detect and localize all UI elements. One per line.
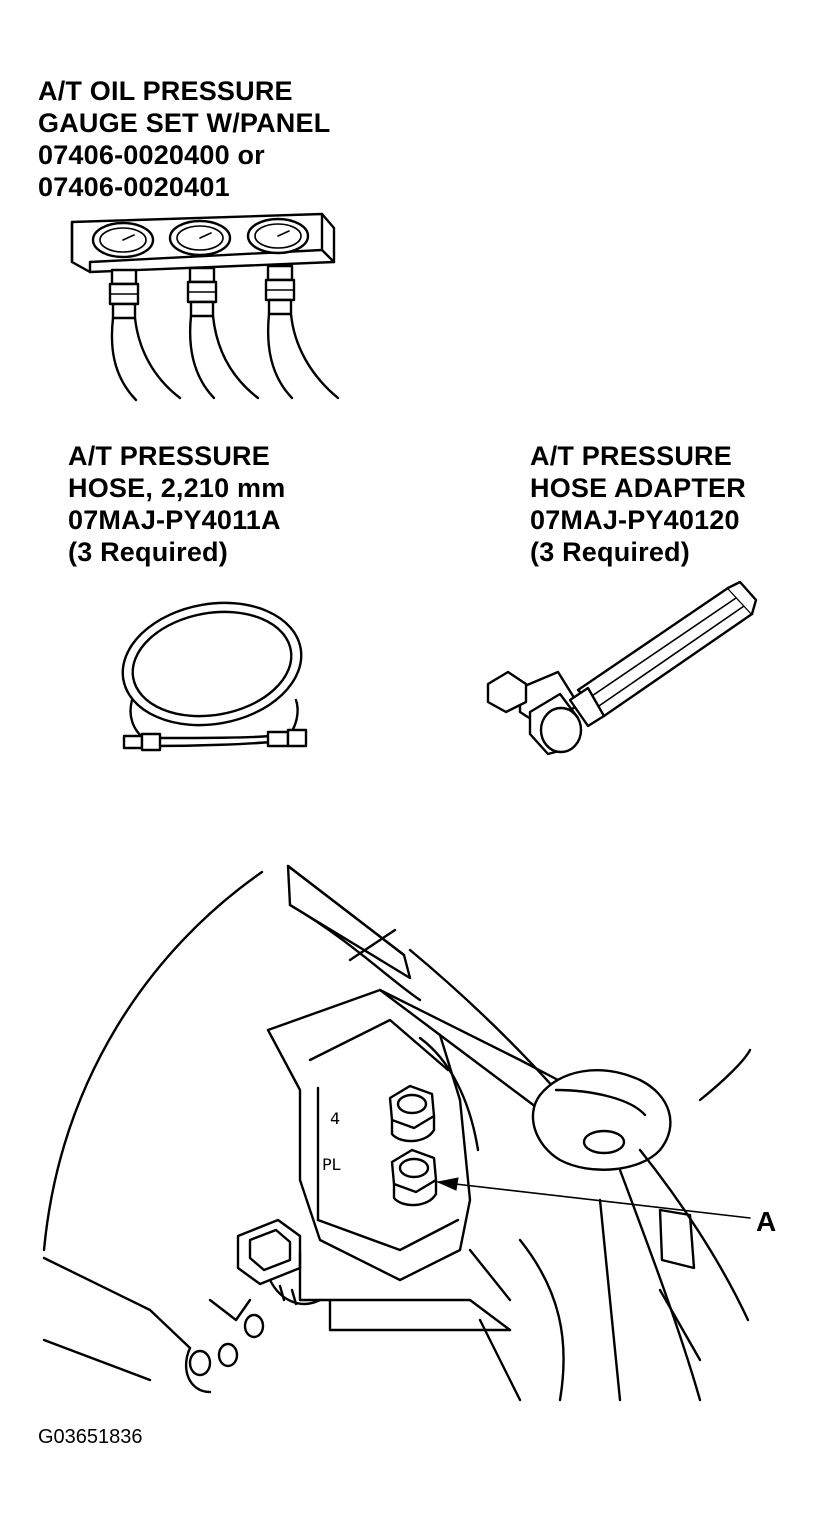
port-pl-mark: PL [322, 1155, 341, 1174]
gauge-set-label-line: 07406-0020400 or [38, 140, 265, 170]
hose-adapter-illustration [486, 580, 758, 756]
gauge-set-label-line: 07406-0020401 [38, 172, 230, 202]
pressure-hose-label-line: HOSE, 2,210 mm [68, 473, 286, 503]
hose-end-fitting-icon [122, 732, 162, 752]
pressure-gauge-icon [168, 219, 232, 257]
gauge-set-label-line: A/T OIL PRESSURE [38, 76, 293, 106]
pressure-hose-label-line: 07MAJ-PY4011A [68, 505, 281, 535]
callout-leader-line [437, 1181, 751, 1219]
pressure-hose-illustration [121, 601, 308, 752]
hose-adapter-label-line: HOSE ADAPTER [530, 473, 746, 503]
transmission-case-illustration: 4 PL [42, 864, 752, 1402]
pressure-hose-label-line: A/T PRESSURE [68, 441, 270, 471]
gauge-set-label-line: GAUGE SET W/PANEL [38, 108, 331, 138]
hose-fitting-icon [264, 264, 296, 316]
drain-plug-icon [236, 1218, 322, 1306]
port-4-mark: 4 [330, 1109, 340, 1128]
pressure-port-pl-bolt-icon [390, 1148, 438, 1207]
pressure-hose-label: A/T PRESSURE HOSE, 2,210 mm 07MAJ-PY4011… [68, 440, 285, 568]
mounting-hole-icon [582, 1129, 626, 1155]
hose-adapter-label-line: A/T PRESSURE [530, 441, 732, 471]
hose-adapter-label: A/T PRESSURE HOSE ADAPTER 07MAJ-PY40120 … [530, 440, 746, 568]
pressure-hose-label-line: (3 Required) [68, 537, 228, 567]
hose-end-fitting-icon [266, 728, 308, 748]
hose-adapter-label-line: 07MAJ-PY40120 [530, 505, 740, 535]
hose-fitting-icon [186, 266, 218, 318]
pressure-gauge-icon [246, 217, 310, 255]
hose-adapter-label-line: (3 Required) [530, 537, 690, 567]
gauge-set-illustration [70, 212, 340, 402]
pressure-port-4-bolt-icon [388, 1084, 436, 1143]
pressure-gauge-icon [91, 221, 155, 259]
gauge-set-label: A/T OIL PRESSURE GAUGE SET W/PANEL 07406… [38, 75, 330, 203]
hose-fitting-icon [108, 268, 140, 320]
callout-arrowhead-icon [436, 1177, 459, 1191]
callout-label-a: A [756, 1206, 777, 1237]
figure-id: G03651836 [38, 1426, 143, 1448]
